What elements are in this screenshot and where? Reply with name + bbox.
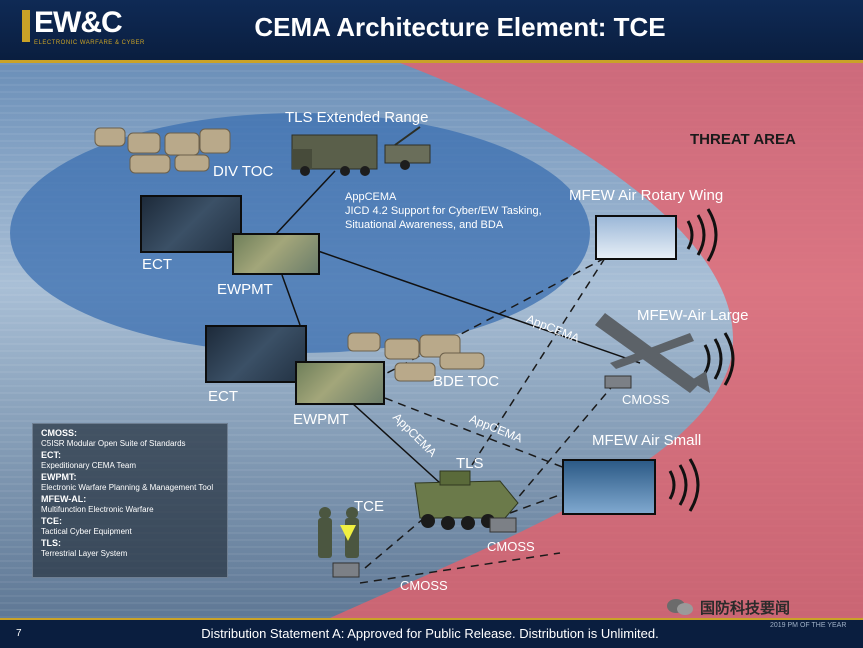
cmoss-tls-label: CMOSS: [487, 539, 535, 554]
dash-link-cmoss-large-to-tls: [504, 382, 616, 514]
rotary-signal-waves: [686, 208, 718, 262]
dash-link-tce-to-tls: [364, 512, 431, 569]
cmoss-tls-box: [489, 517, 517, 533]
cmoss-large-label: CMOSS: [622, 392, 670, 407]
mfew-rotary-image: [595, 215, 677, 260]
div-toc-label: DIV TOC: [213, 163, 274, 180]
bde-toc-label: BDE TOC: [433, 373, 500, 390]
appcema-note: AppCEMA JICD 4.2 Support for Cyber/EW Ta…: [345, 190, 542, 232]
wechat-icon: [667, 599, 693, 615]
ect-top-label: ECT: [142, 256, 172, 273]
dash-link-tls-to-small: [509, 492, 566, 514]
legend-item-tce: TCE: Tactical Cyber Equipment: [41, 516, 132, 536]
legend-item-mfew-al: MFEW-AL: Multifunction Electronic Warfar…: [41, 494, 154, 514]
tls-extended-range-label: TLS Extended Range: [285, 109, 429, 126]
ewpmt-top-screen: [232, 233, 320, 275]
mfew-small-image: [562, 459, 656, 515]
link-ewpmt-to-mfew-large: [317, 250, 641, 364]
cmoss-large-box: [604, 375, 632, 389]
ect-top-screen: [140, 195, 242, 253]
tce-label: TCE: [354, 498, 384, 515]
page-number: 7: [16, 628, 22, 639]
link-ewpmt-bottom-to-tls: [351, 402, 441, 484]
link-ewpmt-top-to-ewpmt-bottom: [281, 274, 301, 326]
legend-item-ewpmt: EWPMT: Electronic Warfare Planning & Man…: [41, 472, 214, 492]
legend-item-ect: ECT: Expeditionary CEMA Team: [41, 450, 137, 470]
dash-link-tce-bottom: [359, 552, 561, 584]
ect-bottom-label: ECT: [208, 388, 238, 405]
mfew-rotary-label: MFEW Air Rotary Wing: [569, 187, 724, 204]
threat-area-label: THREAT AREA: [690, 131, 796, 148]
tce-soldiers: [318, 507, 360, 578]
link-tls-er-to-ewpmt: [274, 170, 336, 236]
tls-label: TLS: [456, 455, 484, 472]
ewc-logo: EW&C ELECTRONIC WARFARE & CYBER: [16, 6, 146, 54]
slide-title: CEMA Architecture Element: TCE: [254, 12, 666, 42]
acronym-legend: CMOSS: C5ISR Modular Open Suite of Stand…: [32, 423, 228, 578]
appcema-note-line3: Situational Awareness, and BDA: [345, 219, 504, 231]
appcema-note-line1: AppCEMA: [345, 191, 397, 203]
mfew-large-label: MFEW-Air Large: [637, 307, 749, 324]
appcema-note-line2: JICD 4.2 Support for Cyber/EW Tasking,: [345, 205, 542, 217]
pm-of-the-year-badge: 2019 PM OF THE YEAR: [770, 622, 847, 629]
logo-text: EW&C: [34, 6, 123, 39]
bde-toc-tents: [347, 332, 485, 382]
mfew-air-large-drone: [595, 313, 710, 393]
watermark-text: 国防科技要闻: [700, 600, 791, 617]
distribution-statement: Distribution Statement A: Approved for P…: [201, 626, 659, 641]
legend-item-cmoss: CMOSS: C5ISR Modular Open Suite of Stand…: [41, 428, 186, 448]
tls-vehicle: [414, 470, 519, 530]
dash-link-bde-to-small: [371, 392, 566, 469]
logo-accent-bar: [22, 10, 30, 42]
threat-area-region: [330, 63, 863, 618]
ewpmt-bottom-screen: [295, 361, 385, 405]
ect-bottom-screen: [205, 325, 307, 383]
ewpmt-bottom-label: EWPMT: [293, 411, 349, 428]
tls-extended-range-vehicles: [291, 126, 431, 176]
ewpmt-top-label: EWPMT: [217, 281, 273, 298]
dash-link-rotary-to-ewpmt: [371, 257, 606, 382]
header-bar: EW&C ELECTRONIC WARFARE & CYBER CEMA Arc…: [0, 0, 863, 63]
mfew-small-label: MFEW Air Small: [592, 432, 702, 449]
legend-item-tls: TLS: Terrestrial Layer System: [41, 538, 128, 558]
small-signal-waves: [668, 458, 700, 512]
div-toc-tents: [94, 127, 231, 174]
architecture-diagram: THREAT AREA TLS Extended Range DIV TOC A…: [0, 63, 863, 618]
logo-subtitle: ELECTRONIC WARFARE & CYBER: [34, 40, 145, 46]
footer-bar: 7 Distribution Statement A: Approved for…: [0, 618, 863, 648]
large-signal-waves: [703, 332, 735, 386]
cmoss-tce-label: CMOSS: [400, 578, 448, 593]
